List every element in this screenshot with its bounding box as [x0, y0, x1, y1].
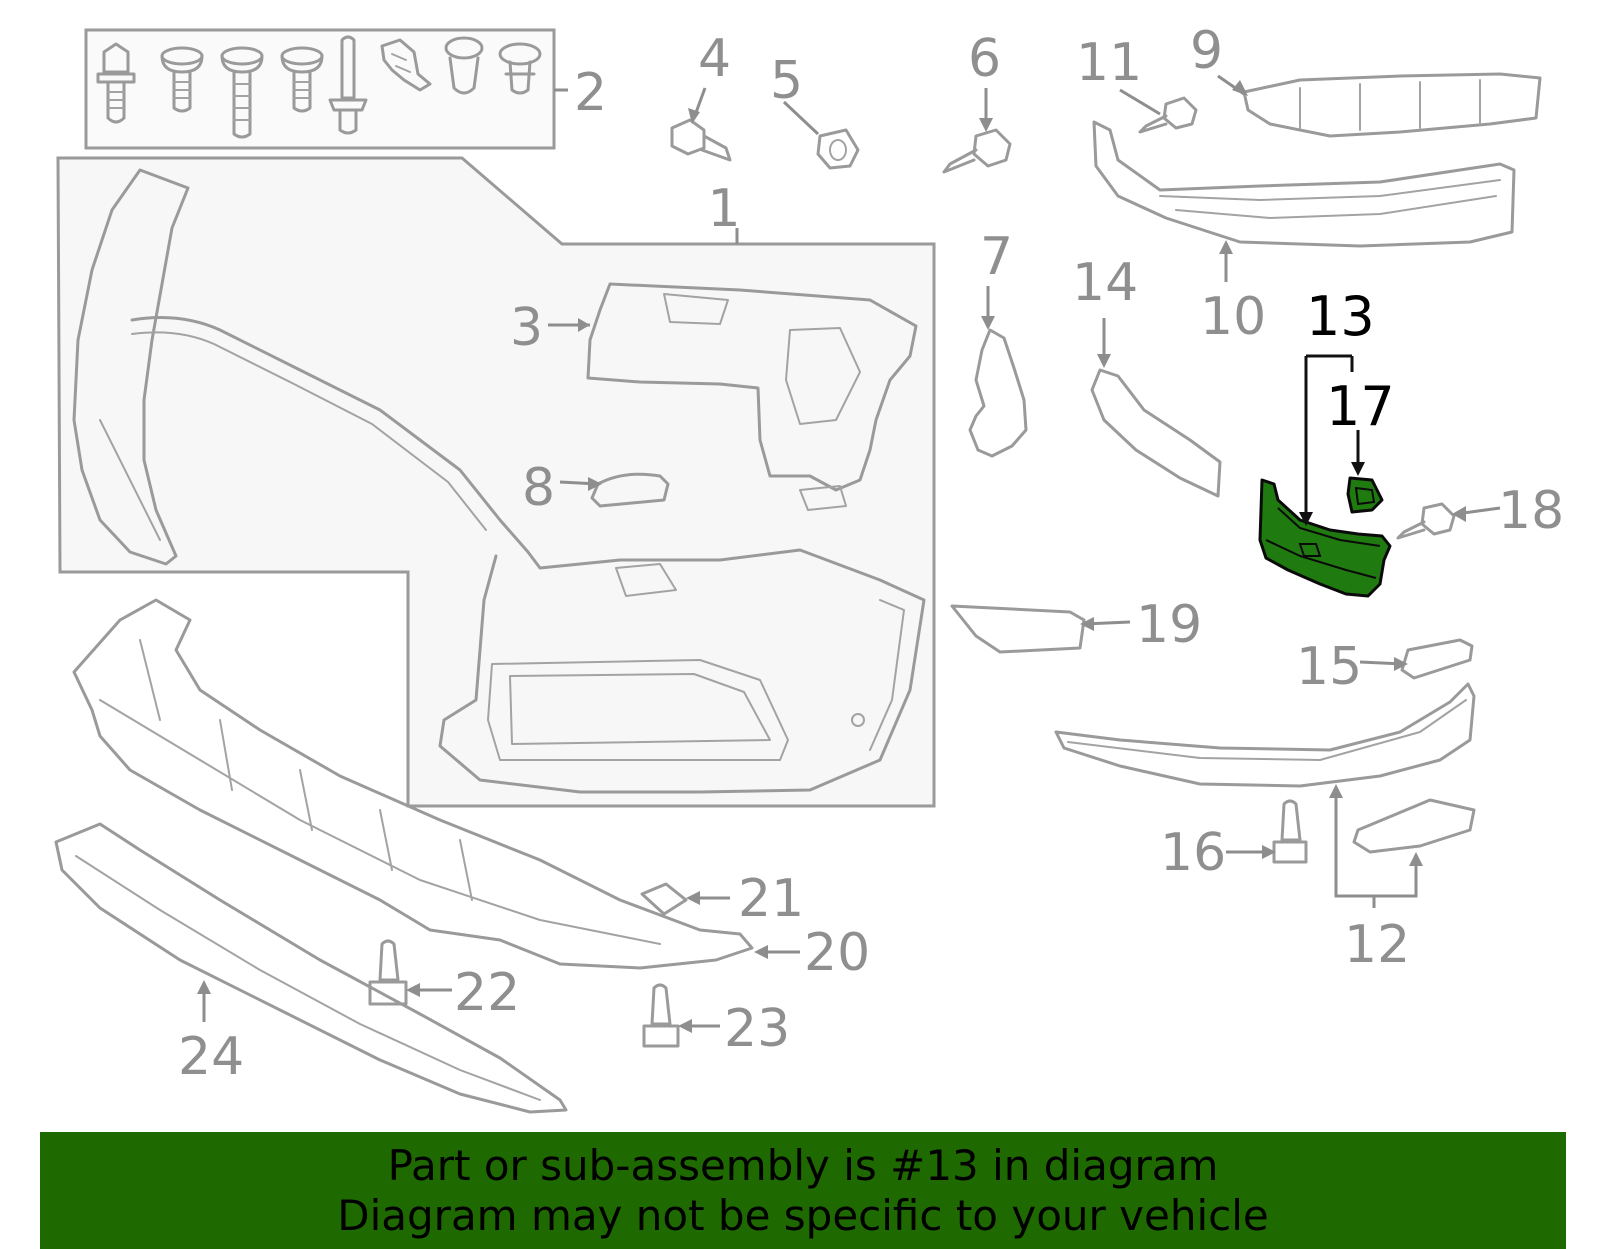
callout-1: 1 — [707, 179, 740, 239]
part-8-bracket — [590, 472, 670, 508]
part-23-bolt — [642, 983, 680, 1048]
hardware-screw-2 — [160, 46, 204, 113]
hardware-screw-4 — [280, 46, 324, 113]
part-16-bolt — [1272, 799, 1308, 864]
callout-7: 7 — [980, 227, 1013, 287]
callout-8: 8 — [522, 458, 555, 518]
hardware-kit-box — [84, 28, 556, 150]
callout-5: 5 — [770, 51, 803, 111]
callout-9: 9 — [1190, 21, 1223, 81]
part-21-clip-nut — [640, 882, 688, 916]
callout-12: 12 — [1344, 915, 1410, 975]
hardware-push-pin — [444, 36, 484, 95]
hardware-screw-3 — [220, 46, 264, 139]
part-18-bolt — [1396, 502, 1456, 540]
callout-23: 23 — [724, 999, 790, 1059]
callout-20: 20 — [804, 923, 870, 983]
callout-2: 2 — [574, 63, 607, 123]
callout-21: 21 — [738, 869, 804, 929]
part-15-clip — [1400, 638, 1474, 680]
hardware-clip — [380, 38, 432, 92]
part-11-screw — [1138, 96, 1198, 134]
callout-14: 14 — [1072, 253, 1138, 313]
part-24-bottom-strip — [54, 822, 568, 1114]
part-14-side-bracket — [1090, 368, 1222, 498]
part-10-lower-strip — [1092, 120, 1516, 248]
callout-19: 19 — [1136, 595, 1202, 655]
part-4-bolt — [670, 118, 732, 162]
part-17-clip-highlighted — [1346, 476, 1384, 514]
callout-15: 15 — [1296, 637, 1362, 697]
callout-22: 22 — [454, 963, 520, 1023]
callout-18: 18 — [1498, 481, 1564, 541]
banner-line-1: Part or sub-assembly is #13 in diagram — [387, 1140, 1219, 1190]
part-20-lower-absorber — [72, 598, 754, 970]
hardware-bolt-1 — [96, 42, 136, 124]
callout-3: 3 — [510, 298, 543, 358]
hardware-fir-tree-clip — [498, 42, 542, 95]
callout-24: 24 — [178, 1027, 244, 1087]
bumper-cover — [72, 168, 926, 794]
bumper-assembly-box — [56, 156, 936, 808]
part-3-bracket — [586, 282, 918, 511]
callout-17: 17 — [1326, 375, 1395, 438]
callout-13: 13 — [1306, 285, 1375, 348]
part-6-screw — [942, 128, 1012, 174]
part-9-upper-strip — [1242, 72, 1542, 138]
callout-4: 4 — [698, 29, 731, 89]
callout-16: 16 — [1160, 823, 1226, 883]
info-banner: Part or sub-assembly is #13 in diagram D… — [40, 1132, 1566, 1249]
part-22-bolt — [368, 939, 408, 1006]
part-19-reflector-bracket — [950, 604, 1086, 654]
part-7-air-guide — [968, 328, 1028, 458]
part-5-nut — [816, 128, 860, 170]
banner-line-2: Diagram may not be specific to your vehi… — [337, 1190, 1269, 1240]
callout-11: 11 — [1076, 33, 1142, 93]
callout-10: 10 — [1200, 287, 1266, 347]
callout-6: 6 — [968, 29, 1001, 89]
part-12-lower-trim — [1054, 682, 1476, 854]
hardware-rivet — [328, 35, 368, 135]
part-13-bracket-highlighted — [1258, 478, 1392, 598]
